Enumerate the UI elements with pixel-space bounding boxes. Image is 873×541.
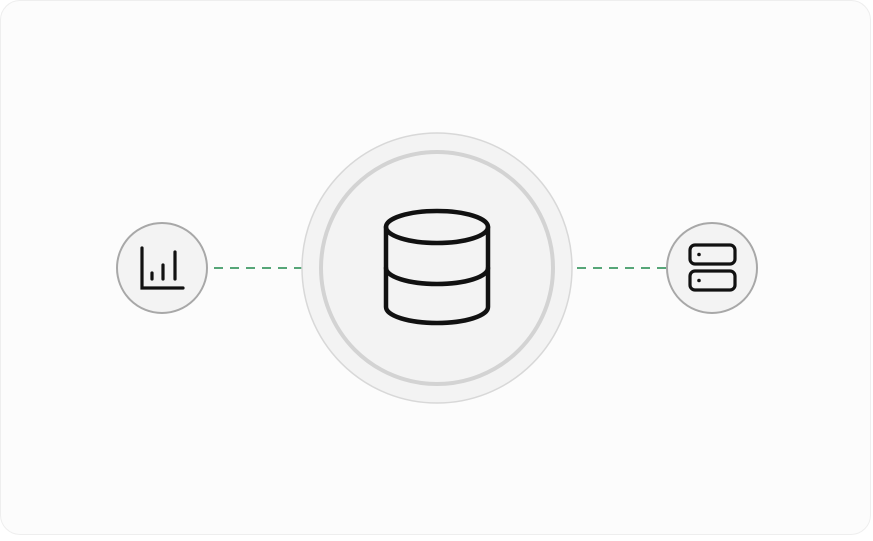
bar-chart-icon — [140, 246, 185, 290]
database-node[interactable] — [301, 132, 573, 404]
analytics-node[interactable] — [116, 222, 208, 314]
server-node[interactable] — [666, 222, 758, 314]
database-icon — [383, 208, 491, 326]
server-icon — [688, 243, 737, 292]
